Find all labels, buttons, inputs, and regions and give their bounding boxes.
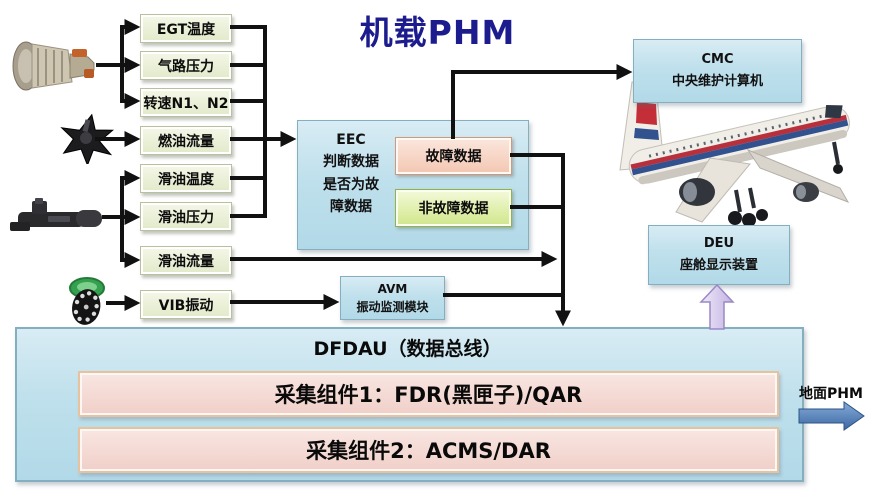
oil-pump-image <box>10 198 102 231</box>
airplane-image <box>619 81 850 227</box>
avm-label: AVM 振动监测模块 <box>356 282 429 314</box>
sensor-box-fuel-flow: 燃油流量 <box>140 126 232 155</box>
collect-component-2-box: 采集组件2：ACMS/DAR <box>78 427 779 473</box>
avm-box: AVM 振动监测模块 <box>340 276 445 320</box>
sensor-box-speed-n1n2: 转速N1、N2 <box>140 88 232 117</box>
sensor-box-egt-temp: EGT温度 <box>140 14 232 43</box>
cmc-box: CMC 中央维护计算机 <box>633 39 802 103</box>
sensor-box-vibration: VIB振动 <box>140 290 232 319</box>
eec-label: EEC 判断数据 是否为故 障数据 <box>323 132 379 216</box>
deu-box: DEU 座舱显示装置 <box>648 225 790 285</box>
deu-label: DEU 座舱显示装置 <box>679 235 758 273</box>
dfdau-title: DFDAU（数据总线） <box>313 338 502 360</box>
sensor-box-oil-pressure: 滑油压力 <box>140 202 232 231</box>
sensor-box-gas-pressure: 气路压力 <box>140 51 232 80</box>
up-block-arrow <box>699 283 735 330</box>
vibration-sensor-image <box>69 277 105 325</box>
engine-image <box>12 41 95 91</box>
fuel-pump-image <box>60 113 115 164</box>
collect-component-1-box: 采集组件1：FDR(黑匣子)/QAR <box>78 371 779 417</box>
ground-phm-label: 地面PHM <box>799 386 863 402</box>
page-title: 机载PHM <box>359 13 516 52</box>
sensor-box-oil-flow: 滑油流量 <box>140 246 232 275</box>
fault-data-box: 故障数据 <box>395 137 512 175</box>
right-block-arrow <box>798 401 865 431</box>
nonfault-data-box: 非故障数据 <box>395 189 512 227</box>
sensor-box-oil-temp: 滑油温度 <box>140 164 232 193</box>
cmc-label: CMC 中央维护计算机 <box>671 51 763 89</box>
